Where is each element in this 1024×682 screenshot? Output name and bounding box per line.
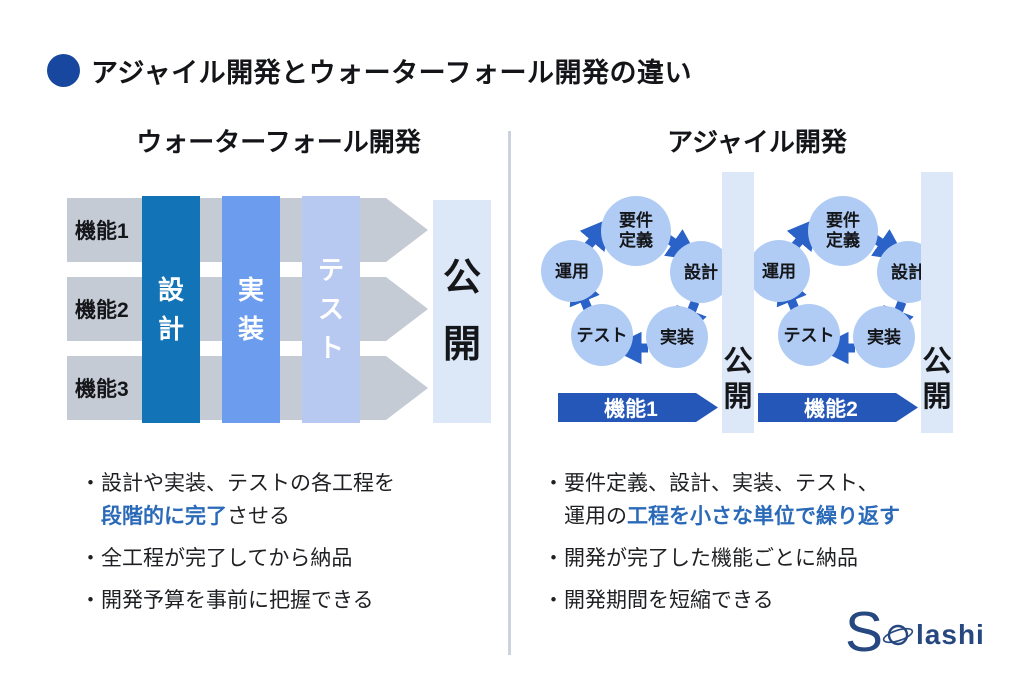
waterfall-row-label-2: 機能2	[75, 299, 129, 322]
agile-heading: アジャイル開発	[667, 127, 847, 157]
agile-cycle-1: 要件 定義 設計 実装 テスト 運用	[541, 196, 732, 368]
logo-letter-s: S	[845, 600, 884, 664]
agile-release-bar-2: 公開	[921, 172, 953, 433]
agile-bullet-list: ・要件定義、設計、実装、テスト、 運用の工程を小さな単位で繰り返す ・開発が完了…	[543, 468, 1013, 627]
label-test: テスト	[784, 326, 835, 345]
label-requirements-line2: 定義	[619, 230, 653, 250]
cycle-labels: 要件 定義 設計 実装 テスト 運用	[555, 210, 718, 347]
label-implementation: 実装	[867, 327, 901, 347]
title-bullet-icon	[47, 54, 80, 87]
cycle-labels: 要件 定義 設計 実装 テスト 運用	[762, 210, 925, 347]
circle-implementation	[646, 306, 708, 368]
waterfall-heading: ウォーターフォール開発	[136, 127, 421, 157]
agile-function-arrow-2: 機能2	[758, 393, 918, 422]
waterfall-bullet-list: ・設計や実装、テストの各工程を 段階的に完了させる ・全工程が完了してから納品 …	[80, 468, 520, 627]
logo-text-rest: lashi	[916, 619, 985, 651]
agile-cycle-2: 要件 定義 設計 実装 テスト 運用	[748, 196, 939, 368]
label-implementation: 実装	[660, 327, 694, 347]
bullet-text: ・設計や実装、テストの各工程を	[80, 472, 395, 495]
label-design: 設計	[684, 262, 718, 282]
bullet-text: 運用の	[564, 504, 627, 528]
label-operation: 運用	[762, 262, 796, 281]
label-design: 設計	[891, 262, 925, 282]
bullet-text-continued: 運用の工程を小さな単位で繰り返す	[543, 501, 1013, 534]
bullet-item: ・開発期間を短縮できる	[543, 588, 774, 612]
title-row: アジャイル開発とウォーターフォール開発の違い	[47, 51, 692, 90]
bullet-text-continued: 段階的に完了させる	[80, 501, 520, 534]
bullet-text: ・要件定義、設計、実装、テスト、	[543, 472, 879, 495]
agile-release-label-2: 公開	[922, 346, 952, 414]
waterfall-row-label-3: 機能3	[75, 378, 129, 401]
cycle-circles	[541, 196, 732, 368]
bullet-item: ・設計や実装、テストの各工程を 段階的に完了させる	[80, 468, 520, 534]
circle-requirements	[808, 196, 878, 266]
label-requirements-line1: 要件	[619, 210, 653, 230]
agile-release-bar-1: 公開	[722, 172, 754, 433]
bullet-highlight: 段階的に完了	[101, 504, 227, 528]
label-operation: 運用	[555, 262, 589, 281]
circle-design	[670, 241, 732, 303]
bullet-item: ・全工程が完了してから納品	[80, 546, 353, 570]
waterfall-release-bar: 公開	[433, 200, 491, 423]
label-requirements-line2: 定義	[826, 230, 860, 250]
bullet-item: ・開発が完了した機能ごとに納品	[543, 546, 858, 570]
bullet-text: させる	[227, 504, 290, 528]
waterfall-stage-label-design: 設計	[158, 274, 185, 344]
bullet-item: ・要件定義、設計、実装、テスト、 運用の工程を小さな単位で繰り返す	[543, 468, 1013, 534]
agile-function-arrow-1: 機能1	[558, 393, 718, 422]
circle-requirements	[601, 196, 671, 266]
waterfall-stage-label-implementation: 実装	[238, 274, 265, 344]
circle-test	[571, 304, 633, 366]
label-test: テスト	[577, 326, 628, 345]
waterfall-stage-bar-implementation: 実装	[222, 196, 280, 423]
label-requirements-line1: 要件	[826, 210, 860, 230]
waterfall-stage-bar-design: 設計	[142, 196, 200, 423]
bullet-item: ・開発予算を事前に把握できる	[80, 588, 374, 612]
circle-implementation	[853, 306, 915, 368]
circle-operation	[748, 240, 810, 302]
planet-ring-icon	[882, 625, 914, 646]
waterfall-stage-label-test: テスト	[318, 255, 345, 363]
circle-operation	[541, 240, 603, 302]
section-divider	[508, 131, 511, 655]
waterfall-stage-bar-test: テスト	[302, 196, 360, 423]
agile-release-label-1: 公開	[723, 346, 753, 414]
bullet-highlight: 工程を小さな単位で繰り返す	[627, 504, 900, 528]
page-title: アジャイル開発とウォーターフォール開発の違い	[91, 58, 692, 88]
waterfall-row-label-1: 機能1	[75, 220, 129, 243]
solashi-logo: S lashi	[845, 600, 985, 664]
circle-test	[778, 304, 840, 366]
waterfall-release-label: 公開	[443, 257, 482, 366]
